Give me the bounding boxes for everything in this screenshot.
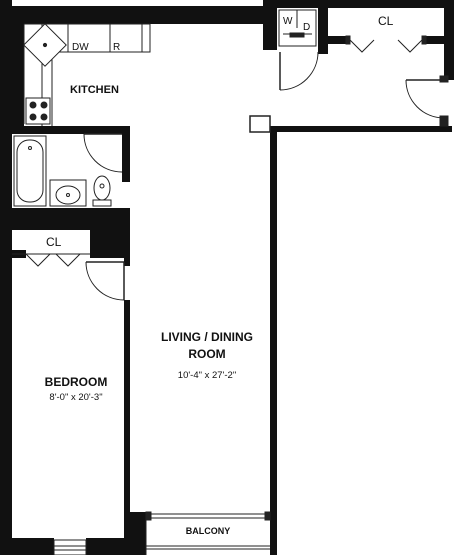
bathtub-drain [28, 146, 32, 150]
wall-hall-bottom [268, 126, 452, 132]
burner-icon [40, 113, 48, 121]
wall-bedroom-partition [124, 300, 130, 512]
wall-laundry-divider [318, 6, 328, 54]
sink-drain-icon [42, 42, 48, 48]
wall-kitchen-left [12, 6, 24, 130]
entry-door-jamb [439, 115, 449, 127]
closet-door-jamb [421, 35, 427, 45]
balcony-label: BALCONY [186, 526, 231, 536]
bedroom-closet-bifold-door [25, 253, 51, 267]
refrigerator-label: R [113, 42, 120, 53]
wall-closet-top [263, 0, 454, 8]
wall-bath-right [122, 130, 130, 182]
dryer-label: D [303, 22, 310, 33]
burner-icon [29, 101, 37, 109]
entry-door-jamb [439, 75, 449, 83]
wall-kitchen-bath [12, 126, 130, 134]
living-balcony [145, 511, 271, 555]
stove-icon [25, 97, 51, 125]
laundry-closet [249, 9, 449, 133]
closet-bifold-door [397, 39, 423, 53]
wall-bottom-mid [86, 538, 130, 555]
bedroom-door-swing [85, 261, 125, 301]
labels: DW R KITCHEN W D CL CL LIVING / DINING R… [45, 14, 394, 536]
living-room-label-line1: LIVING / DINING [161, 330, 253, 344]
closet-bedroom-label: CL [46, 235, 62, 249]
wall-bottom-left [0, 538, 54, 555]
wall-bath-bottom [0, 208, 130, 228]
bedroom-closet-bifold-door [55, 253, 81, 267]
wall-bedroom-closet-top [12, 226, 130, 230]
bedroom [12, 253, 125, 555]
wall-top [12, 6, 277, 24]
wall-living-right [270, 130, 277, 555]
living-room-label-line2: ROOM [188, 347, 225, 361]
closet-bifold-door [349, 39, 375, 53]
kitchen-label: KITCHEN [70, 84, 119, 96]
bedroom-window [53, 539, 87, 555]
kitchen-counter-top [24, 23, 151, 126]
toilet-flush [99, 183, 105, 189]
column-box [249, 115, 271, 133]
kitchen [23, 23, 151, 126]
bathtub-inner [16, 139, 44, 203]
bedroom-label: BEDROOM [45, 375, 108, 389]
wall-left-outer [0, 0, 12, 555]
living-room-dimensions: 10'-4" x 27'-2" [178, 370, 236, 381]
sliding-door-jamb [264, 511, 271, 521]
entry-door-swing [405, 79, 445, 119]
dishwasher-label: DW [72, 42, 89, 53]
washer-dryer-panel [289, 32, 305, 38]
toilet-tank-icon [92, 199, 112, 207]
burner-icon [40, 101, 48, 109]
closet-door-jamb [345, 35, 351, 45]
wall-bedroom-partition-top [124, 258, 130, 266]
lavatory-drain [66, 193, 70, 197]
bathtub-icon [13, 135, 47, 207]
bath-door-swing [83, 133, 123, 173]
lavatory-sink-icon [55, 185, 81, 205]
closet-top-label: CL [378, 14, 394, 28]
wall-bedroom-closet-right [90, 226, 130, 258]
burner-icon [29, 113, 37, 121]
washer-label: W [283, 16, 293, 27]
wall-laundry-left [263, 6, 277, 50]
laundry-door-swing [279, 51, 319, 91]
wall-closet-bottom-right [425, 36, 447, 44]
wall-closet-bottom-left [328, 36, 350, 44]
wall-right-outer [444, 0, 454, 80]
bedroom-dimensions: 8'-0" x 20'-3" [49, 392, 102, 403]
sliding-door-jamb [145, 511, 152, 521]
bathroom [13, 133, 123, 207]
